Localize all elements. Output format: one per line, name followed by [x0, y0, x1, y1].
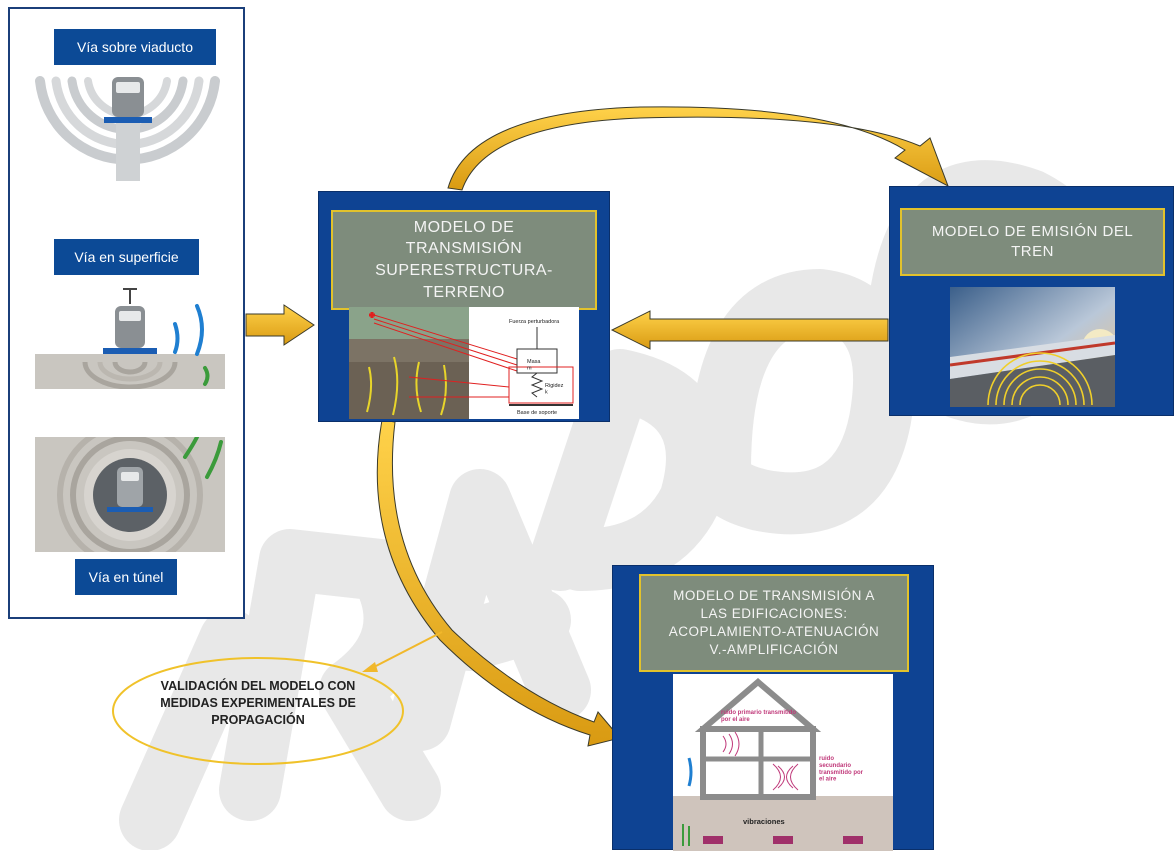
transmission-model-card: MODELO DE TRANSMISIÓN SUPERESTRUCTURA- T… — [318, 191, 610, 422]
emission-model-title: MODELO DE EMISIÓN DEL TREN — [900, 208, 1165, 276]
label-viaduct: Vía sobre viaducto — [54, 29, 216, 65]
validation-ellipse — [112, 657, 404, 765]
building-model-title: MODELO DE TRANSMISIÓN A LAS EDIFICACIONE… — [639, 574, 909, 672]
label-tunnel: Vía en túnel — [75, 559, 177, 595]
arrow-down-curve — [376, 419, 621, 747]
track-types-panel: Vía sobre viaducto Vía en superficie — [8, 7, 245, 619]
emission-model-card: MODELO DE EMISIÓN DEL TREN — [889, 186, 1174, 416]
arrow-left-to-center — [245, 304, 315, 346]
arrow-to-validation — [371, 631, 443, 669]
viaduct-illustration — [35, 76, 220, 181]
arrow-right-to-center — [610, 310, 889, 350]
arrow-top-curve — [447, 106, 949, 191]
label-vibrations: vibraciones — [743, 817, 785, 826]
surface-illustration — [35, 288, 225, 389]
tunnel-illustration — [35, 437, 225, 552]
validation-text: VALIDACIÓN DEL MODELO CON MEDIDAS EXPERI… — [160, 679, 356, 727]
label-surface: Vía en superficie — [54, 239, 199, 275]
label-base: Base de soporte — [517, 410, 557, 416]
transmission-model-title: MODELO DE TRANSMISIÓN SUPERESTRUCTURA- T… — [331, 210, 597, 310]
train-emission-image — [950, 287, 1115, 407]
label-force: Fuerza perturbadora — [509, 319, 560, 325]
building-model-card: MODELO DE TRANSMISIÓN A LAS EDIFICACIONE… — [612, 565, 934, 851]
